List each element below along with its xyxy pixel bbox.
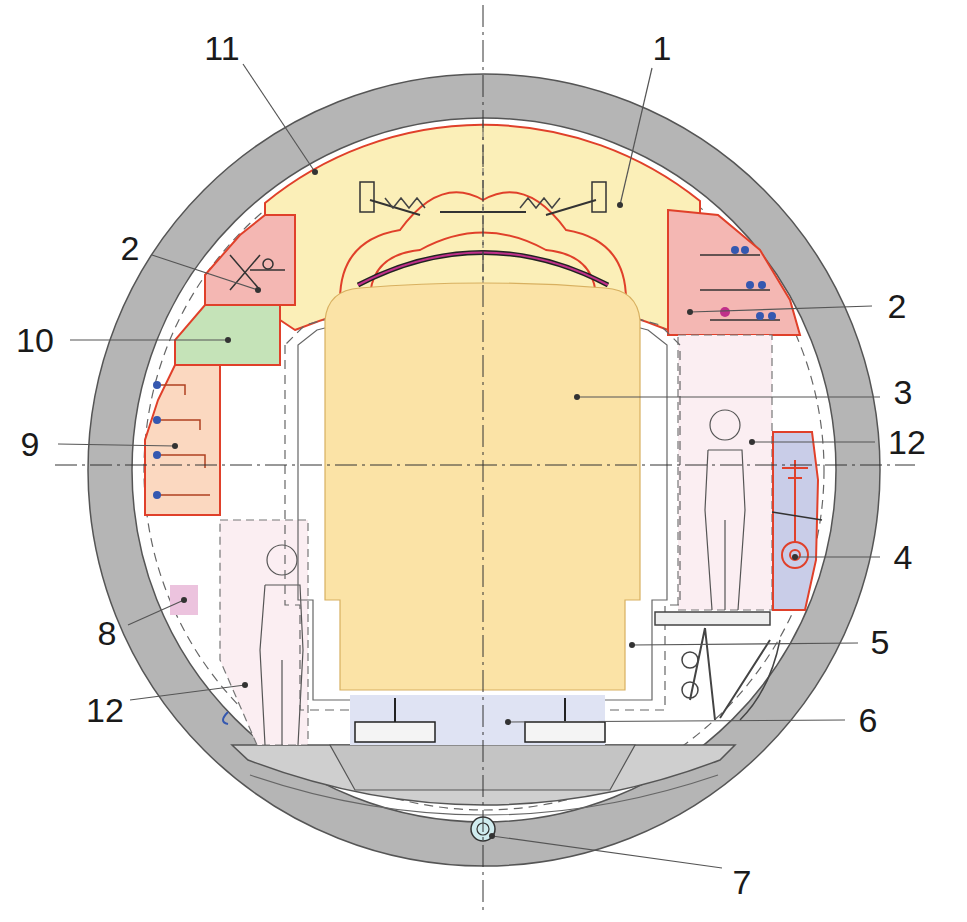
callout-number: 4 bbox=[894, 540, 913, 574]
callout-number: 2 bbox=[888, 289, 907, 323]
callout-number: 7 bbox=[733, 865, 752, 899]
callout-number: 6 bbox=[859, 703, 878, 737]
callout-number: 11 bbox=[204, 31, 239, 65]
callout-number: 12 bbox=[86, 693, 124, 727]
callout-number: 12 bbox=[888, 425, 926, 459]
callout-number: 8 bbox=[98, 616, 117, 650]
callout-number: 10 bbox=[16, 323, 54, 357]
callout-number: 2 bbox=[121, 231, 140, 265]
callout-number: 3 bbox=[894, 375, 913, 409]
callout-number: 5 bbox=[871, 625, 890, 659]
callout-number: 9 bbox=[21, 427, 40, 461]
callout-number: 1 bbox=[653, 31, 672, 65]
